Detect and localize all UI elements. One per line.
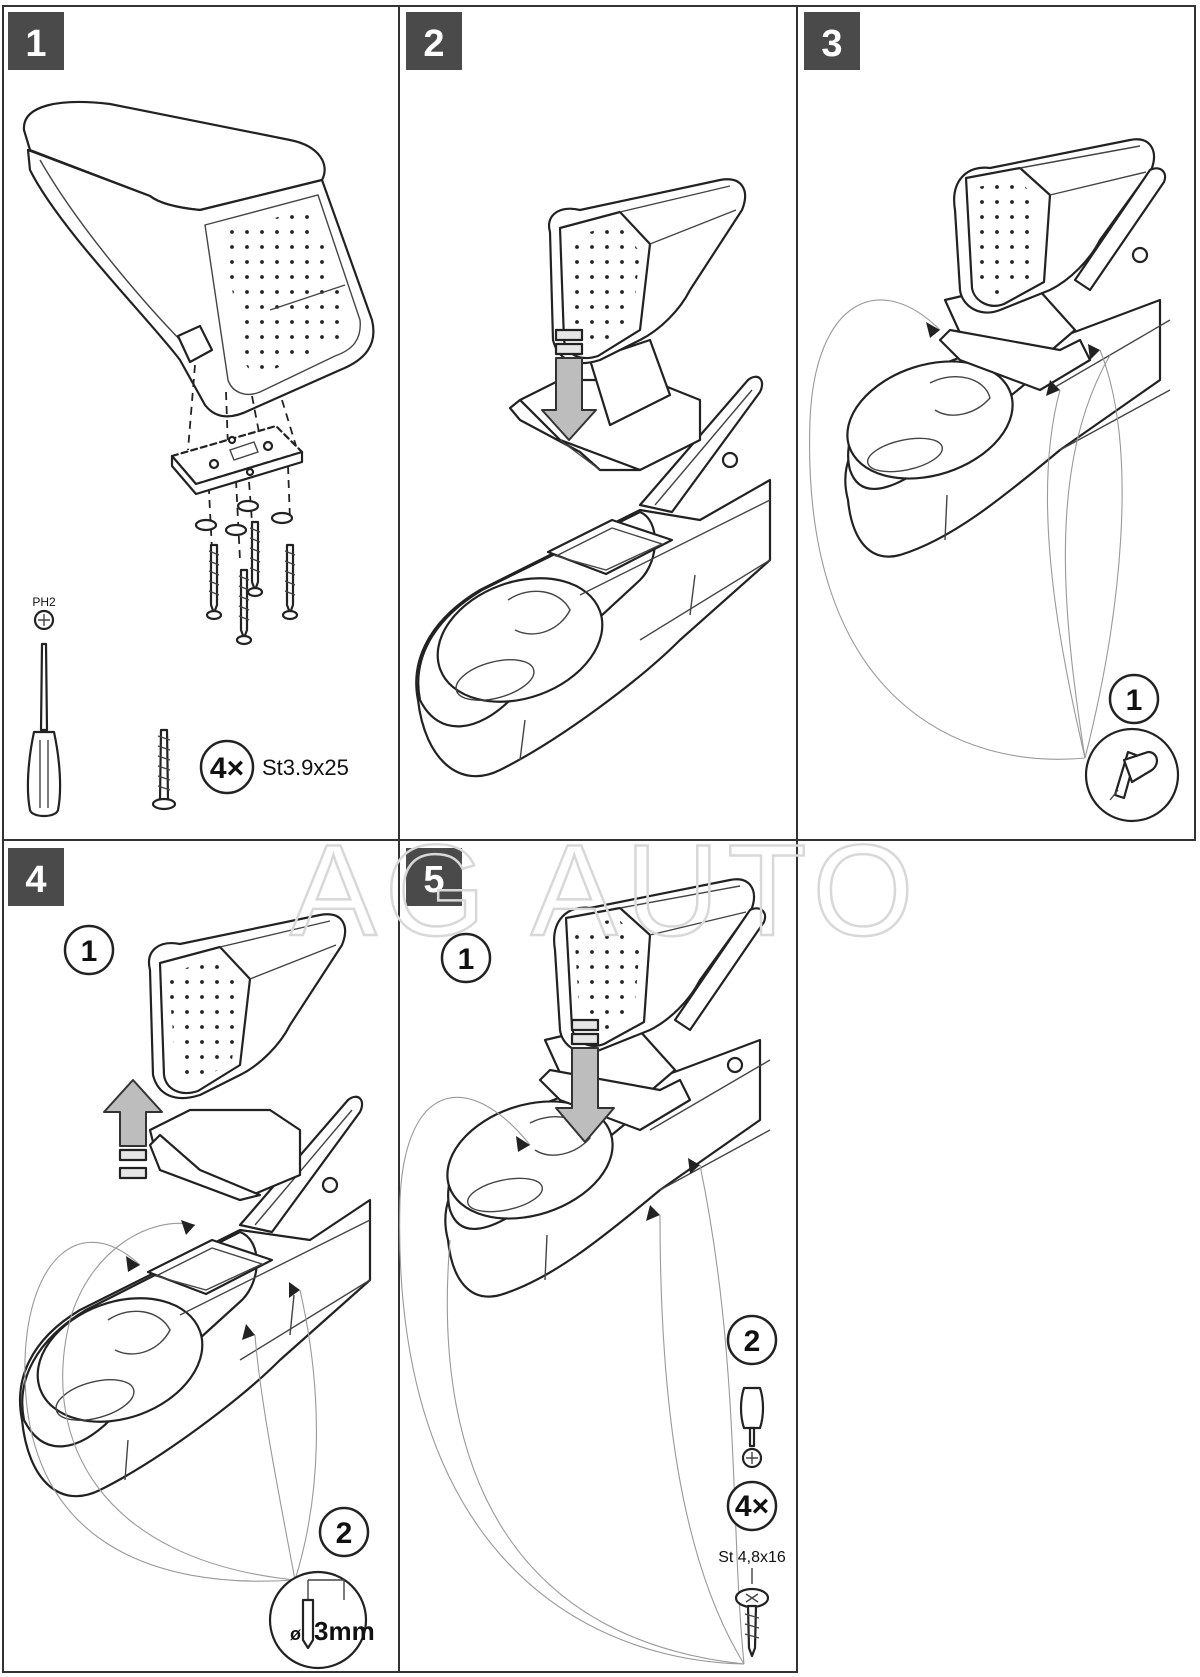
callout-number: 2 [336,1517,353,1550]
callout-number: 1 [81,935,98,968]
watermark-text: AG AUTO [290,817,922,963]
drill-hole-icon: ø 3mm [268,1570,375,1670]
press-down-arrow [555,1018,615,1143]
callout-2: 2 [318,1506,370,1558]
step-badge-3: 3 [804,12,860,70]
mark-hole-icon [1084,727,1180,823]
armrest-assembly [938,138,1167,392]
callout-number: 2 [744,1325,761,1358]
washers [194,499,294,537]
pointer-leaders [399,1096,745,1665]
step-number: 4 [25,859,46,901]
screw-size-label: St3.9x25 [262,755,349,780]
step-number: 5 [423,859,444,901]
count-badge: 4× [726,1480,778,1532]
handbrake-lever [638,375,764,514]
armrest-assembly [147,913,347,1202]
center-console [18,1198,372,1498]
screw-count: 4× [210,752,244,785]
diameter-symbol: ø [290,1624,301,1644]
step1-illustration: PH2 4× St3.9x25 [22,100,375,818]
step3-illustration: 1 [809,138,1180,823]
count-badge: 4× [199,739,255,795]
drill-diameter-label: 3mm [314,1616,375,1646]
watermark: AG AUTO [289,816,922,965]
screwdriver-icon [739,1386,765,1469]
callout-number: 1 [1126,684,1143,717]
step4-illustration: 1 [18,913,375,1670]
screw-spec-callout: 4× St3.9x25 [151,728,349,811]
screw-count: 4× [735,1490,769,1523]
step5-illustration: 1 [399,878,786,1665]
step-badge-5: 5 [406,848,462,906]
step-badge-2: 2 [406,12,462,70]
step-number: 1 [25,23,46,65]
screw-icon [151,728,177,811]
center-console [415,478,772,778]
screw-size-label: St 4,8x16 [718,1549,786,1566]
pointer-leaders [24,1220,317,1582]
phillips-screwdriver-icon: PH2 [26,595,62,818]
callout-1: 1 [1108,673,1160,725]
armrest-lid-illustration [22,100,375,418]
callout-1: 1 [440,932,492,984]
step-badge-4: 4 [8,848,64,906]
press-down-arrow [541,328,597,441]
step-number: 2 [423,23,444,65]
callout-1: 1 [63,924,115,976]
screws [205,520,299,646]
mounting-plate [170,424,304,496]
screwdriver-type-label: PH2 [32,595,56,609]
screw-icon [734,1568,770,1658]
armrest-assembly [538,878,767,1132]
pointer-leaders [809,299,1123,760]
callout-number: 1 [458,943,475,976]
step-badge-1: 1 [8,12,64,70]
lift-up-arrow [103,1079,163,1180]
callout-2: 2 [726,1314,778,1366]
step2-illustration [415,178,772,778]
step-number: 3 [821,23,842,65]
